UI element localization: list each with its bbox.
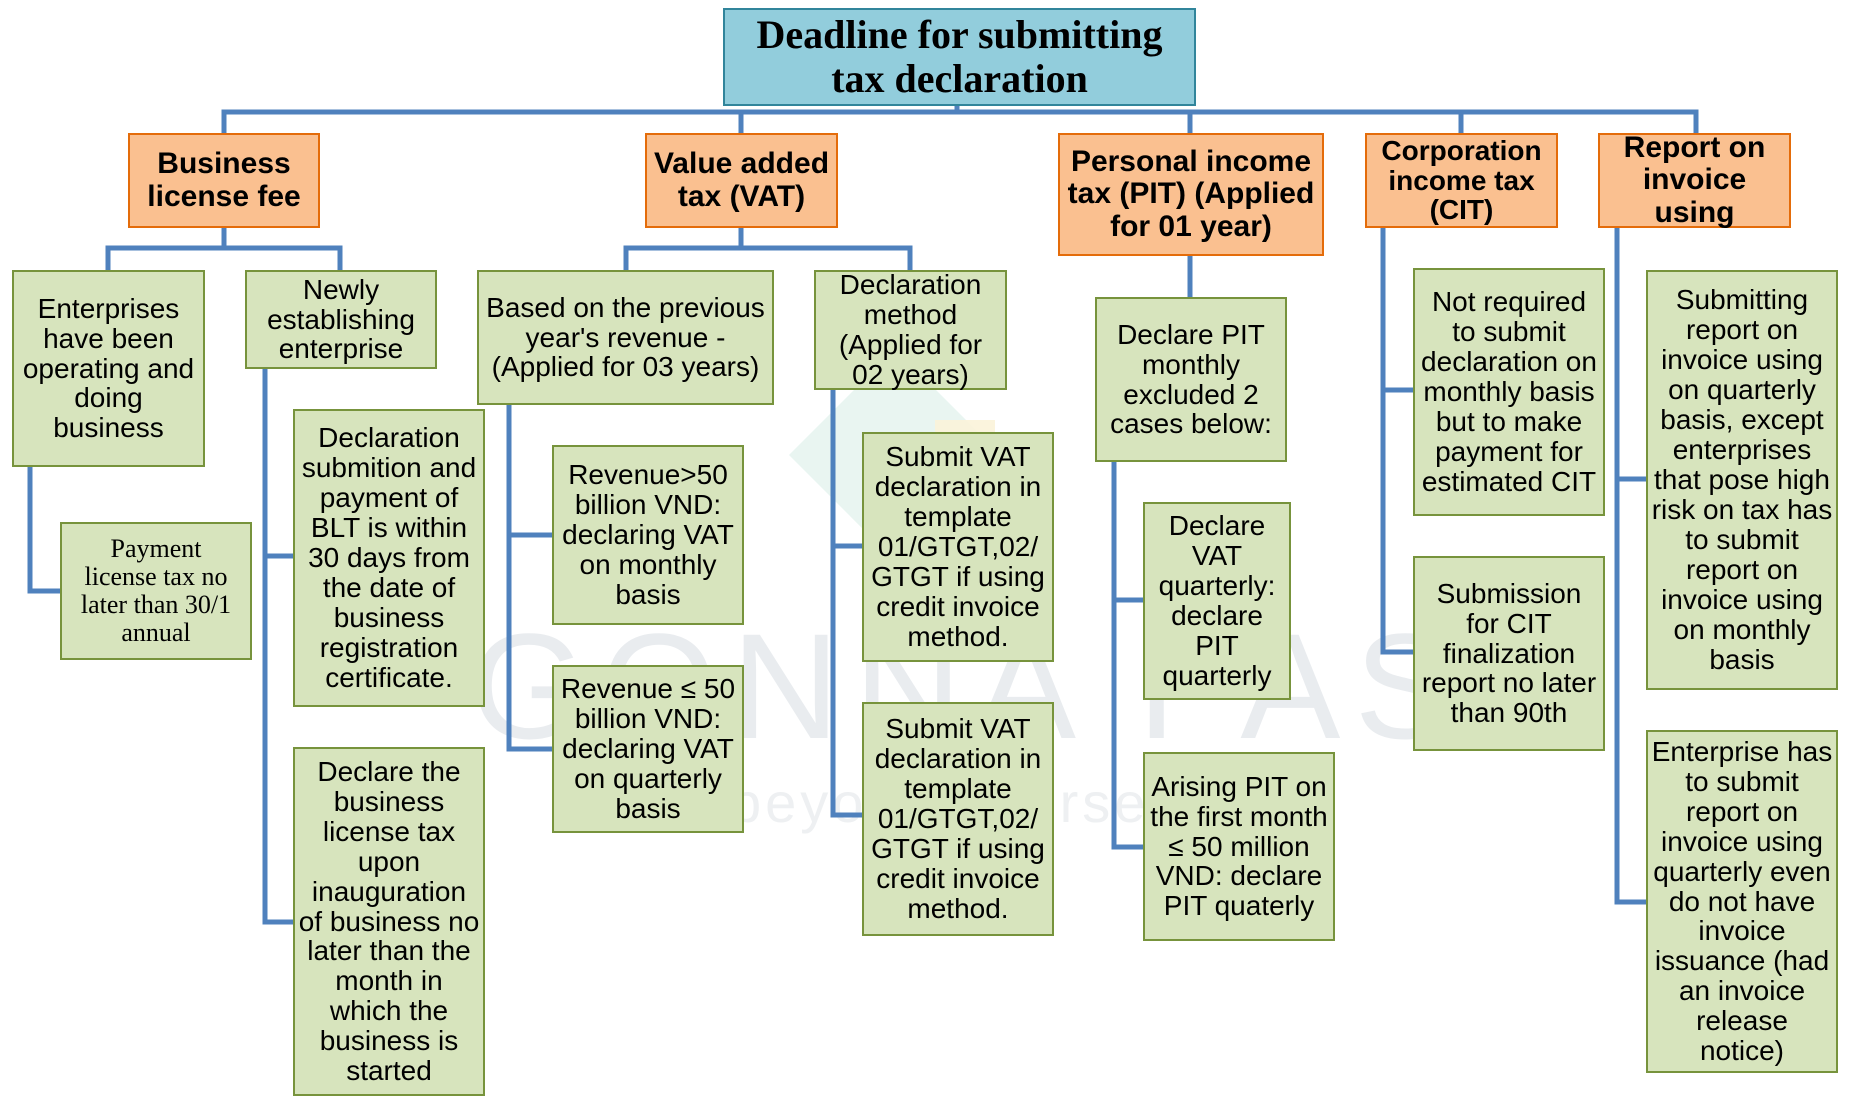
category-corporation-income-tax: Corporation income tax (CIT): [1365, 133, 1558, 228]
node-text: Arising PIT on the first month ≤ 50 mill…: [1150, 770, 1328, 922]
node-text: Submit VAT declaration in template 01/GT…: [871, 441, 1045, 652]
node-text: Not required to submit declaration on mo…: [1421, 286, 1597, 497]
node-text: Newly establishing enterprise: [267, 273, 415, 365]
vat-revenue-under-50: Revenue ≤ 50 billion VND: declaring VAT …: [552, 665, 744, 833]
cit-finalization-report: Submission for CIT finalization report n…: [1413, 556, 1605, 751]
category-label: Personal income tax (PIT) (Applied for 0…: [1067, 145, 1315, 243]
blt-payment-deadline: Payment license tax no later than 30/1 a…: [60, 522, 252, 660]
blt-newly-establishing: Newly establishing enterprise: [245, 270, 437, 369]
vat-previous-revenue: Based on the previous year's revenue - (…: [477, 270, 774, 405]
blt-inauguration-declaration: Declare the business license tax upon in…: [293, 747, 485, 1096]
cit-not-required-monthly: Not required to submit declaration on mo…: [1413, 268, 1605, 516]
category-personal-income-tax: Personal income tax (PIT) (Applied for 0…: [1058, 133, 1324, 256]
category-value-added-tax: Value added tax (VAT): [645, 133, 838, 228]
blt-operating-enterprises: Enterprises have been operating and doin…: [12, 270, 205, 467]
node-text: Revenue>50 billion VND: declaring VAT on…: [562, 459, 734, 610]
pit-arising-first-month: Arising PIT on the first month ≤ 50 mill…: [1143, 752, 1335, 941]
node-text: Enterprises have been operating and doin…: [22, 292, 195, 444]
invoice-quarterly-report: Submitting report on invoice using on qu…: [1646, 270, 1838, 690]
node-text: Declare VAT quarterly: declare PIT quart…: [1158, 510, 1276, 691]
pit-declare-monthly: Declare PIT monthly excluded 2 cases bel…: [1095, 297, 1287, 462]
node-text: Submitting report on invoice using on qu…: [1651, 284, 1833, 675]
vat-submit-template-2: Submit VAT declaration in template 01/GT…: [862, 702, 1054, 936]
node-text: Declare PIT monthly excluded 2 cases bel…: [1110, 318, 1272, 440]
blt-declaration-submission: Declaration submition and payment of BLT…: [293, 409, 485, 707]
node-text: Submit VAT declaration in template 01/GT…: [871, 713, 1045, 924]
category-business-license-fee: Business license fee: [128, 133, 320, 228]
category-label: Report on invoice using: [1623, 131, 1766, 229]
category-label: Business license fee: [147, 147, 301, 213]
node-text: Based on the previous year's revenue - (…: [486, 291, 765, 383]
node-text: Declaration submition and payment of BLT…: [301, 422, 477, 693]
invoice-no-issuance: Enterprise has to submit report on invoi…: [1646, 730, 1838, 1073]
node-text: Declare the business license tax upon in…: [298, 755, 480, 1087]
category-label: Corporation income tax (CIT): [1381, 134, 1542, 226]
node-text: Enterprise has to submit report on invoi…: [1651, 735, 1833, 1067]
node-text: Revenue ≤ 50 billion VND: declaring VAT …: [560, 673, 736, 824]
category-report-on-invoice: Report on invoice using: [1598, 131, 1791, 229]
vat-submit-template-1: Submit VAT declaration in template 01/GT…: [862, 432, 1054, 662]
vat-revenue-over-50: Revenue>50 billion VND: declaring VAT on…: [552, 445, 744, 625]
category-label: Value added tax (VAT): [653, 147, 830, 213]
pit-declare-quarterly: Declare VAT quarterly: declare PIT quart…: [1143, 502, 1291, 700]
root-title-text: Deadline for submitting tax declaration: [756, 12, 1163, 101]
node-text: Declaration method (Applied for 02 years…: [838, 269, 983, 390]
node-text: Submission for CIT finalization report n…: [1421, 577, 1597, 729]
node-text: Payment license tax no later than 30/1 a…: [80, 534, 232, 647]
root-title: Deadline for submitting tax declaration: [723, 8, 1196, 106]
vat-declaration-method: Declaration method (Applied for 02 years…: [814, 270, 1007, 390]
